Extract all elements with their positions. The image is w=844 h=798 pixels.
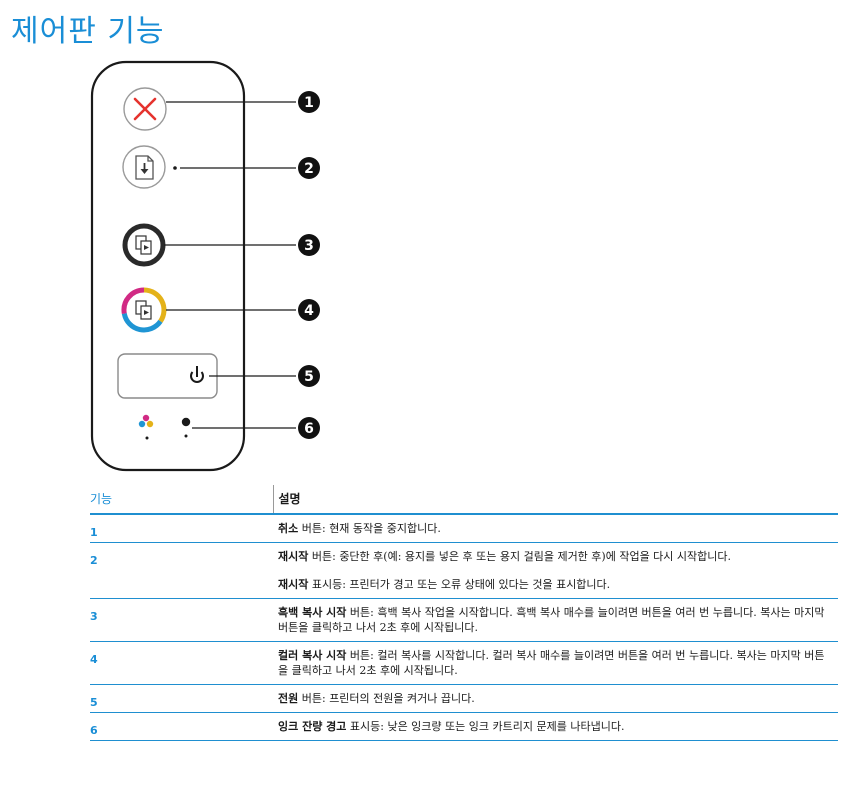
control-panel-outline <box>90 60 246 472</box>
feature-name: 컬러 복사 시작 <box>278 649 347 662</box>
description-paragraph: 흑백 복사 시작 버튼: 흑백 복사 작업을 시작합니다. 흑백 복사 매수를 … <box>278 605 830 635</box>
power-icon <box>190 366 204 383</box>
color-copy-start-button <box>121 287 167 333</box>
feature-name: 재시작 <box>278 578 309 591</box>
callout-2-label: 2 <box>304 161 314 177</box>
feature-name: 잉크 잔량 경고 <box>278 720 347 733</box>
callout-3-label: 3 <box>304 238 314 254</box>
callout-6: 6 <box>298 417 320 439</box>
description-paragraph: 재시작 표시등: 프린터가 경고 또는 오류 상태에 있다는 것을 표시합니다. <box>278 577 830 592</box>
callout-1-label: 1 <box>304 95 314 111</box>
resume-button <box>122 145 166 189</box>
color-ink-icon <box>138 414 154 428</box>
feature-description: 버튼: 컬러 복사를 시작합니다. 컬러 복사 매수를 늘이려면 버튼을 여러 … <box>278 649 825 677</box>
power-button <box>117 353 218 399</box>
copy-icon <box>135 235 152 255</box>
row-description: 전원 버튼: 프린터의 전원을 켜거나 끕니다. <box>273 684 838 713</box>
table-body: 1 취소 버튼: 현재 동작을 중지합니다. 2 재시작 버튼: 중단한 후(예: 용… <box>90 514 838 741</box>
feature-name: 취소 <box>278 522 299 535</box>
ink-alert-lights <box>138 414 191 440</box>
row-description: 잉크 잔량 경고 표시등: 낮은 잉크량 또는 잉크 카트리지 문제를 나타냅니… <box>273 712 838 741</box>
table-row: 2 재시작 버튼: 중단한 후(예: 용지를 넣은 후 또는 용지 걸림을 제거한… <box>90 542 838 599</box>
callout-5: 5 <box>298 365 320 387</box>
table-header-row: 기능 설명 <box>90 485 838 515</box>
feature-table: 기능 설명 1 취소 버튼: 현재 동작을 중지합니다. 2 재시작 버튼: 중단한 … <box>90 485 838 741</box>
row-number: 2 <box>90 542 273 599</box>
feature-description: 표시등: 프린터가 경고 또는 오류 상태에 있다는 것을 표시합니다. <box>308 578 611 591</box>
row-description: 재시작 버튼: 중단한 후(예: 용지를 넣은 후 또는 용지 걸림을 제거한 … <box>273 542 838 599</box>
column-header-feature: 기능 <box>90 485 273 515</box>
description-paragraph: 컬러 복사 시작 버튼: 컬러 복사를 시작합니다. 컬러 복사 매수를 늘이려… <box>278 648 830 678</box>
callout-1: 1 <box>298 91 320 113</box>
feature-description: 버튼: 프린터의 전원을 켜거나 끕니다. <box>298 692 475 705</box>
description-paragraph: 취소 버튼: 현재 동작을 중지합니다. <box>278 521 830 536</box>
feature-name: 전원 <box>278 692 299 705</box>
feature-name: 재시작 <box>278 550 309 563</box>
black-ink-light <box>184 434 188 438</box>
black-copy-start-button <box>122 223 166 267</box>
black-ink-icon <box>181 417 191 427</box>
cancel-button <box>123 87 167 131</box>
feature-description: 버튼: 중단한 후(예: 용지를 넣은 후 또는 용지 걸림을 제거한 후)에 … <box>308 550 732 563</box>
row-number: 5 <box>90 684 273 713</box>
row-description: 컬러 복사 시작 버튼: 컬러 복사를 시작합니다. 컬러 복사 매수를 늘이려… <box>273 641 838 685</box>
table-row: 1 취소 버튼: 현재 동작을 중지합니다. <box>90 514 838 543</box>
copy-icon <box>135 300 152 320</box>
color-ink-light <box>145 436 149 440</box>
row-description: 취소 버튼: 현재 동작을 중지합니다. <box>273 514 838 543</box>
callout-4-label: 4 <box>304 303 314 319</box>
feature-name: 흑백 복사 시작 <box>278 606 347 619</box>
row-number: 3 <box>90 598 273 642</box>
table-row: 6 잉크 잔량 경고 표시등: 낮은 잉크량 또는 잉크 카트리지 문제를 나타냅… <box>90 712 838 741</box>
callout-4: 4 <box>298 299 320 321</box>
description-paragraph: 잉크 잔량 경고 표시등: 낮은 잉크량 또는 잉크 카트리지 문제를 나타냅니… <box>278 719 830 734</box>
resume-icon <box>135 155 154 180</box>
control-panel-diagram: 1 2 3 4 5 6 <box>90 60 320 472</box>
resume-light <box>173 166 177 170</box>
description-paragraph: 재시작 버튼: 중단한 후(예: 용지를 넣은 후 또는 용지 걸림을 제거한 … <box>278 549 830 564</box>
row-number: 6 <box>90 712 273 741</box>
page-title: 제어판 기능 <box>11 14 165 49</box>
row-description: 흑백 복사 시작 버튼: 흑백 복사 작업을 시작합니다. 흑백 복사 매수를 … <box>273 598 838 642</box>
description-paragraph: 전원 버튼: 프린터의 전원을 켜거나 끕니다. <box>278 691 830 706</box>
feature-description: 표시등: 낮은 잉크량 또는 잉크 카트리지 문제를 나타냅니다. <box>346 720 625 733</box>
row-number: 1 <box>90 514 273 543</box>
callout-2: 2 <box>298 157 320 179</box>
callout-5-label: 5 <box>304 369 314 385</box>
cancel-x-icon <box>133 97 157 121</box>
callout-lines <box>164 101 296 429</box>
row-number: 4 <box>90 641 273 685</box>
table-row: 5 전원 버튼: 프린터의 전원을 켜거나 끕니다. <box>90 684 838 713</box>
column-header-description: 설명 <box>272 485 838 515</box>
callout-6-label: 6 <box>304 421 314 437</box>
feature-description: 버튼: 현재 동작을 중지합니다. <box>298 522 441 535</box>
callout-3: 3 <box>298 234 320 256</box>
feature-description: 버튼: 흑백 복사 작업을 시작합니다. 흑백 복사 매수를 늘이려면 버튼을 … <box>278 606 825 634</box>
